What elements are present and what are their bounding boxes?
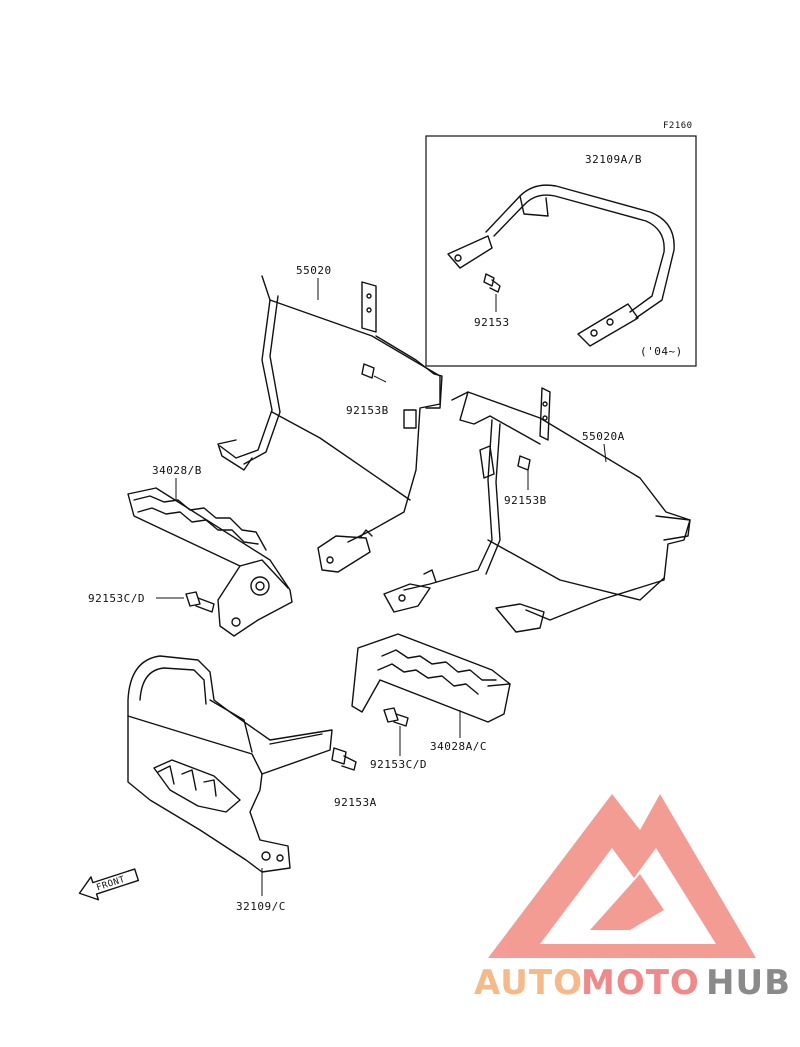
watermark-moto: MOTO <box>581 963 700 1003</box>
inset-part-label: 32109A/B <box>585 153 642 166</box>
watermark-logo <box>488 794 756 958</box>
bumper-bolt-label: 92153A <box>334 796 377 809</box>
left-footpeg: 34028/B <box>127 464 293 637</box>
right-footpeg-bolt: 92153C/D <box>370 707 427 771</box>
front-bumper: 32109/C <box>127 655 333 913</box>
inset-bolt-label: 92153 <box>474 316 510 329</box>
right-footpeg: 34028A/C <box>351 633 511 753</box>
right-frame-bolt: 92153B <box>504 455 547 507</box>
left-bolt-step-label: 92153C/D <box>88 592 145 605</box>
watermark-auto: AUTO <box>474 963 583 1003</box>
bumper-label: 32109/C <box>236 900 286 913</box>
left-bolt-label: 92153B <box>346 404 389 417</box>
inset-guard-tube <box>447 184 675 347</box>
left-footpeg-label: 34028/B <box>152 464 202 477</box>
watermark-text: AUTO MOTO HUB <box>474 963 791 1003</box>
bumper-bolt: 92153A <box>331 747 377 809</box>
inset-bolt <box>483 273 501 312</box>
inset-box: 32109A/B 92153 ('04~) <box>425 135 697 367</box>
right-bolt-step-label: 92153C/D <box>370 758 427 771</box>
watermark-hub: HUB <box>706 963 791 1003</box>
front-arrow: FRONT <box>78 868 140 901</box>
right-bolt-label: 92153B <box>504 494 547 507</box>
left-frame-label: 55020 <box>296 264 332 277</box>
right-frame: 55020A <box>383 387 691 633</box>
inset-note: ('04~) <box>640 345 683 358</box>
left-frame: 55020 <box>217 264 443 573</box>
right-footpeg-label: 34028A/C <box>430 740 487 753</box>
right-frame-label: 55020A <box>582 430 625 443</box>
left-footpeg-bolt: 92153C/D <box>88 591 215 613</box>
left-frame-bolt: 92153B <box>346 363 417 429</box>
figure-ref: F2160 <box>663 121 693 131</box>
